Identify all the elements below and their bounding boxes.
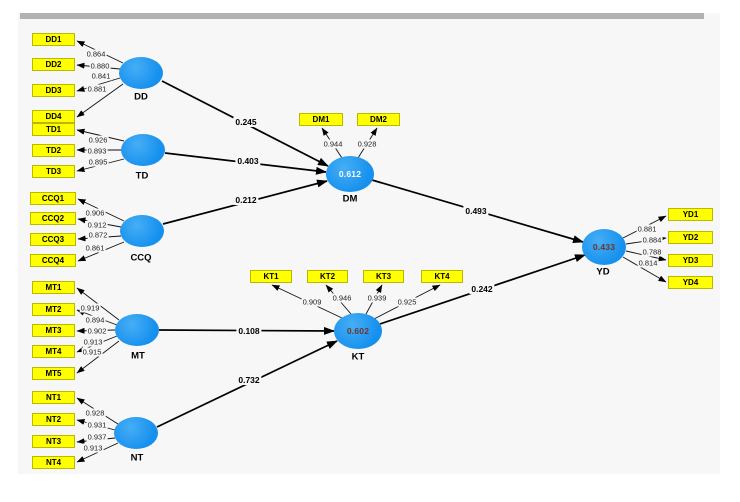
construct-label-kt: KT [351,351,365,363]
construct-circle-td[interactable] [121,134,165,166]
indicator-box-td2[interactable]: TD2 [32,144,75,157]
construct-label-ccq: CCQ [130,252,152,264]
construct-label-mt: MT [131,350,145,362]
r-squared-value-kt: 0.602 [346,326,370,336]
indicator-box-yd3[interactable]: YD3 [668,254,713,267]
loading-label-dm2: 0.928 [356,139,378,149]
indicator-box-mt1[interactable]: MT1 [32,281,75,294]
r-squared-value-dm: 0.612 [338,169,362,179]
loading-label-yd4: 0.814 [637,258,659,268]
loading-label-kt4: 0.925 [396,297,418,307]
indicator-box-kt1[interactable]: KT1 [250,270,292,283]
loading-label-td2: 0.893 [86,146,108,156]
loading-label-yd1: 0.881 [636,224,658,234]
loading-label-mt5: 0.915 [81,347,103,357]
loading-label-ccq2: 0.912 [86,220,108,230]
loading-label-mt1: 0.919 [79,303,101,313]
loading-label-ccq3: 0.872 [87,230,109,240]
construct-circle-kt[interactable]: 0.602 [334,313,382,349]
loading-label-yd3: 0.788 [641,247,663,257]
construct-label-dd: DD [134,91,148,103]
path-coefficient-dm-yd: 0.493 [463,206,489,216]
path-coefficient-ccq-dm: 0.212 [233,195,259,205]
loading-label-mt3: 0.902 [86,326,108,336]
r-squared-value-yd: 0.433 [592,242,616,252]
path-coefficient-kt-yd: 0.242 [469,284,495,294]
loading-label-td1: 0.926 [87,135,109,145]
indicator-box-mt3[interactable]: MT3 [32,324,75,337]
loading-arrow-yd-yd4[interactable] [622,256,667,283]
indicator-box-nt1[interactable]: NT1 [32,391,75,404]
loading-label-nt3: 0.937 [86,432,108,442]
loading-label-ccq4: 0.861 [84,243,106,253]
indicator-box-dm1[interactable]: DM1 [299,113,343,126]
loading-label-nt1: 0.928 [84,408,106,418]
indicator-box-nt3[interactable]: NT3 [32,435,75,448]
indicator-box-dd1[interactable]: DD1 [32,33,75,46]
indicator-box-dd3[interactable]: DD3 [32,84,75,97]
loading-label-dd1: 0.864 [85,49,107,59]
indicator-box-mt2[interactable]: MT2 [32,303,75,316]
indicator-box-td3[interactable]: TD3 [32,165,75,178]
loading-label-dm1: 0.944 [322,139,344,149]
loading-label-kt1: 0.909 [301,297,323,307]
construct-circle-dm[interactable]: 0.612 [326,156,374,192]
construct-label-nt: NT [130,452,144,464]
indicator-box-dm2[interactable]: DM2 [357,113,400,126]
construct-circle-mt[interactable] [115,314,159,346]
loading-label-dd2: 0.880 [89,61,111,71]
loading-label-dd4: 0.881 [86,84,108,94]
loading-label-kt2: 0.946 [331,293,353,303]
loading-label-ccq1: 0.906 [84,208,106,218]
loading-label-mt2: 0.894 [84,315,106,325]
indicator-box-kt2[interactable]: KT2 [307,270,348,283]
indicator-box-yd2[interactable]: YD2 [668,231,713,244]
construct-circle-ccq[interactable] [120,215,164,247]
indicator-box-td1[interactable]: TD1 [32,123,75,136]
indicator-box-ccq3[interactable]: CCQ3 [30,233,76,246]
construct-label-dm: DM [342,193,358,205]
path-coefficient-td-dm: 0.403 [235,156,261,166]
indicator-box-mt4[interactable]: MT4 [32,345,75,358]
indicator-box-kt3[interactable]: KT3 [363,270,404,283]
loading-label-dd3: 0.841 [90,71,112,81]
indicator-box-dd4[interactable]: DD4 [32,110,75,123]
indicator-box-dd2[interactable]: DD2 [32,58,75,71]
path-coefficient-dd-dm: 0.245 [233,117,259,127]
construct-circle-nt[interactable] [114,417,158,449]
loading-label-yd2: 0.884 [641,235,663,245]
indicator-box-yd4[interactable]: YD4 [668,276,713,289]
indicator-box-ccq4[interactable]: CCQ4 [30,254,76,267]
loading-label-kt3: 0.939 [366,293,388,303]
indicator-box-mt5[interactable]: MT5 [32,367,75,380]
loading-arrow-mt-mt5[interactable] [76,340,120,374]
indicator-box-kt4[interactable]: KT4 [421,270,463,283]
loading-label-mt4: 0.913 [82,337,104,347]
construct-label-yd: YD [596,266,610,278]
indicator-box-nt2[interactable]: NT2 [32,413,75,426]
loading-arrow-nt-nt4[interactable] [76,442,119,463]
path-coefficient-nt-kt: 0.732 [236,375,262,385]
construct-label-td: TD [135,170,149,182]
indicator-box-ccq1[interactable]: CCQ1 [30,192,76,205]
indicator-box-ccq2[interactable]: CCQ2 [30,212,76,225]
loading-arrow-dd-dd4[interactable] [76,83,124,118]
path-coefficient-mt-kt: 0.108 [236,326,262,336]
loading-label-nt2: 0.931 [86,420,108,430]
top-divider-bar [20,13,704,19]
loading-label-nt4: 0.913 [82,443,104,453]
construct-circle-dd[interactable] [119,57,163,89]
loading-label-td3: 0.895 [87,157,109,167]
construct-circle-yd[interactable]: 0.433 [582,229,626,265]
indicator-box-nt4[interactable]: NT4 [32,456,75,469]
indicator-box-yd1[interactable]: YD1 [668,208,713,221]
